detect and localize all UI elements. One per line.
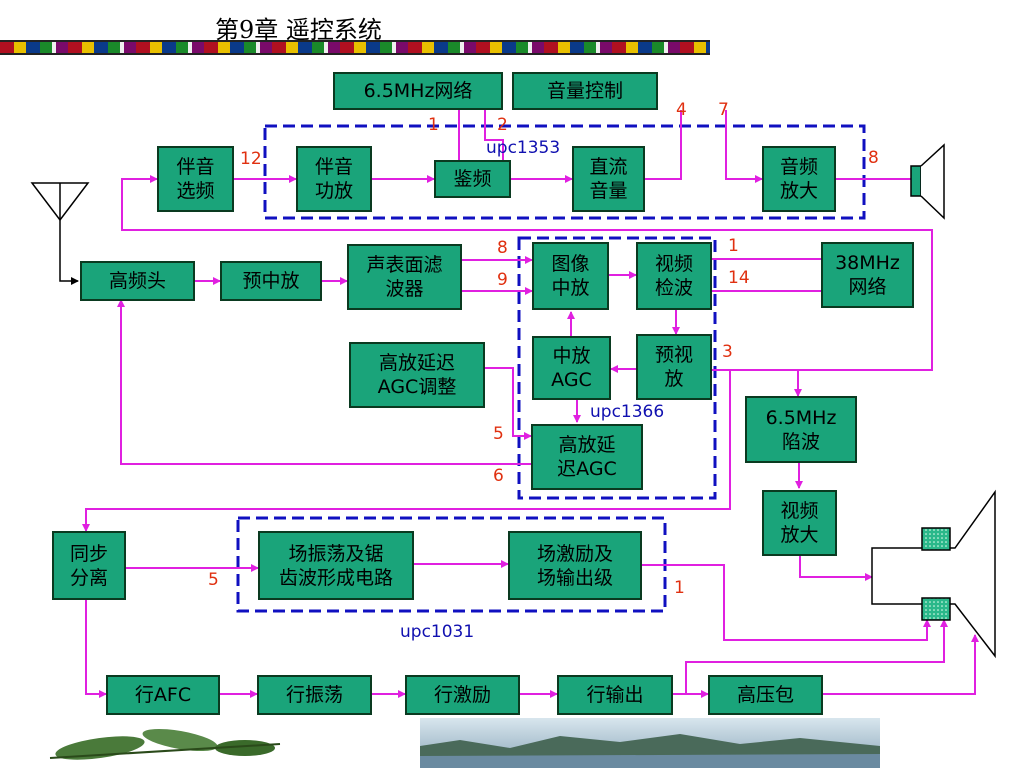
- chip-label-upc1031: upc1031: [400, 622, 475, 642]
- pre-if-box: 预中放: [220, 261, 322, 301]
- chip-label-upc1353: upc1353: [486, 138, 561, 158]
- hout-to-yoke: [685, 619, 948, 694]
- fout-to-yoke: [642, 564, 931, 641]
- crt-tube-icon: [871, 489, 996, 659]
- saw-filter-box: 声表面滤 波器: [347, 244, 462, 310]
- pin-label: 1: [674, 578, 685, 598]
- sync-to-hafc: [85, 600, 107, 698]
- antenna-icon: [30, 182, 90, 285]
- upc1366-boundary: [517, 236, 717, 500]
- volume-control-box: 音量控制: [512, 72, 658, 110]
- speaker-icon: [910, 143, 945, 220]
- hvt-to-crt: [823, 634, 979, 695]
- pin-label: 7: [718, 100, 729, 120]
- vidamp-to-crt: [799, 556, 873, 581]
- pin-label: 5: [208, 570, 219, 590]
- field-osc-box: 场振荡及锯 齿波形成电路: [258, 531, 414, 600]
- pin-label: 12: [240, 149, 262, 169]
- pin-label: 8: [868, 148, 879, 168]
- video-detect-box: 视频 检波: [636, 242, 712, 310]
- pin-label: 2: [497, 115, 508, 135]
- line-afc-box: 行AFC: [106, 675, 220, 715]
- net65-to-discr-2: [484, 110, 504, 160]
- previd-to-sync: [82, 370, 731, 532]
- image-if-box: 图像 中放: [532, 242, 609, 310]
- pin-label: 1: [728, 236, 739, 256]
- line-output-box: 行输出: [557, 675, 673, 715]
- loop-to-sndsel: [121, 175, 933, 371]
- yoke-upper: [921, 527, 951, 551]
- pin-label: 14: [728, 268, 750, 288]
- trap65-box: 6.5MHz 陷波: [745, 396, 857, 463]
- audio-amp-box: 音频 放大: [762, 146, 836, 212]
- dc-volume-box: 直流 音量: [572, 146, 645, 212]
- net65-network-box: 6.5MHz网络: [333, 72, 503, 110]
- pin-label: 5: [493, 424, 504, 444]
- sync-separator-box: 同步 分离: [52, 531, 126, 600]
- rf-agc-adjust-box: 高放延迟 AGC调整: [349, 342, 485, 408]
- line-drive-box: 行激励: [405, 675, 520, 715]
- pre-video-box: 预视 放: [636, 334, 712, 400]
- pin-label: 8: [497, 238, 508, 258]
- pin-label: 3: [722, 342, 733, 362]
- dcvol-out-pin4: [645, 110, 682, 180]
- leaf-decoration-image: [49, 728, 281, 760]
- pin-label: 4: [676, 100, 687, 120]
- decorative-title-bar: [0, 40, 710, 55]
- pin-label: 1: [428, 115, 439, 135]
- sound-amp-box: 伴音 功放: [296, 146, 372, 212]
- page-title: 第9章 遥控系统: [215, 16, 382, 44]
- yoke-lower: [921, 597, 951, 621]
- pin-label: 6: [493, 466, 504, 486]
- net38-box: 38MHz 网络: [821, 242, 914, 308]
- line-osc-box: 行振荡: [257, 675, 372, 715]
- pin-label: 9: [497, 270, 508, 290]
- video-amp-box: 视频 放大: [762, 490, 837, 556]
- upc1353-boundary: [263, 124, 866, 220]
- discriminator-box: 鉴频: [434, 160, 511, 198]
- tuner-box: 高频头: [80, 261, 195, 301]
- rfagc-to-tuner: [117, 299, 531, 465]
- chip-label-upc1366: upc1366: [590, 402, 665, 422]
- pin7-to-audamp: [725, 110, 763, 183]
- rf-agc-box: 高放延 迟AGC: [531, 424, 643, 490]
- landscape-decoration-image: [420, 718, 880, 768]
- rfagcadj-to-rfagc: [485, 367, 532, 440]
- flyback-box: 高压包: [708, 675, 823, 715]
- sound-select-box: 伴音 选频: [157, 146, 234, 212]
- if-agc-box: 中放 AGC: [532, 336, 611, 400]
- field-output-box: 场激励及 场输出级: [508, 531, 642, 600]
